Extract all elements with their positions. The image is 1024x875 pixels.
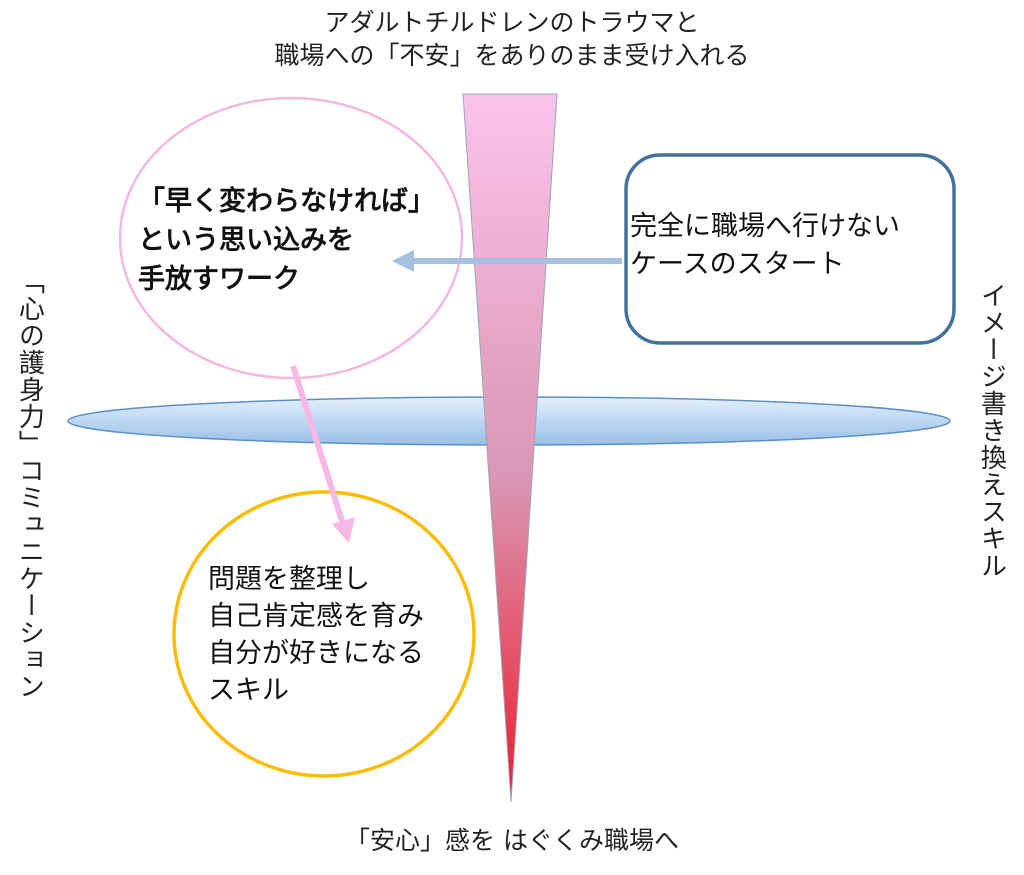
blue-box-line-2: ケースのスタート <box>630 248 845 280</box>
bottom-label: 「安心」感を はぐくみ職場へ <box>345 826 679 855</box>
pink-arrow-head <box>332 517 355 543</box>
yellow-circle-line-1: 問題を整理し <box>208 564 370 595</box>
right-vertical-label: イメージ書き換えスキル <box>976 282 1007 579</box>
pink-circle <box>118 96 464 380</box>
blue-arrow-head <box>392 250 414 272</box>
left-vertical-label: 「心の護身力」コミュニケーション <box>14 268 45 700</box>
pink-circle-line-1: 「早く変わらなければ」 <box>138 186 435 217</box>
top-label-line-2: 職場への「不安」をありのまま受け入れる <box>274 41 750 70</box>
vertical-axis-triangle <box>462 93 558 803</box>
top-label-line-1: アダルトチルドレンのトラウマと <box>324 8 700 37</box>
yellow-circle-text: 問題を整理し 自己肯定感を育み 自分が好きになる スキル <box>208 562 424 710</box>
blue-box-line-1: 完全に職場へ行けない <box>630 211 900 242</box>
yellow-circle-line-3: 自分が好きになる <box>208 637 424 669</box>
yellow-circle-line-2: 自己肯定感を育み <box>208 600 424 632</box>
blue-box-text: 完全に職場へ行けない ケースのスタート <box>630 208 900 284</box>
pink-circle-line-2: という思い込みを <box>138 225 354 257</box>
yellow-circle <box>172 490 476 778</box>
top-label: アダルトチルドレンのトラウマと 職場への「不安」をありのまま受け入れる <box>0 6 1024 72</box>
pink-circle-line-3: 手放すワーク <box>138 264 300 296</box>
yellow-circle-line-4: スキル <box>208 674 289 706</box>
pink-arrow-line <box>290 365 346 525</box>
blue-rounded-box <box>624 153 956 345</box>
pink-circle-text: 「早く変わらなければ」 という思い込みを 手放すワーク <box>138 182 435 299</box>
